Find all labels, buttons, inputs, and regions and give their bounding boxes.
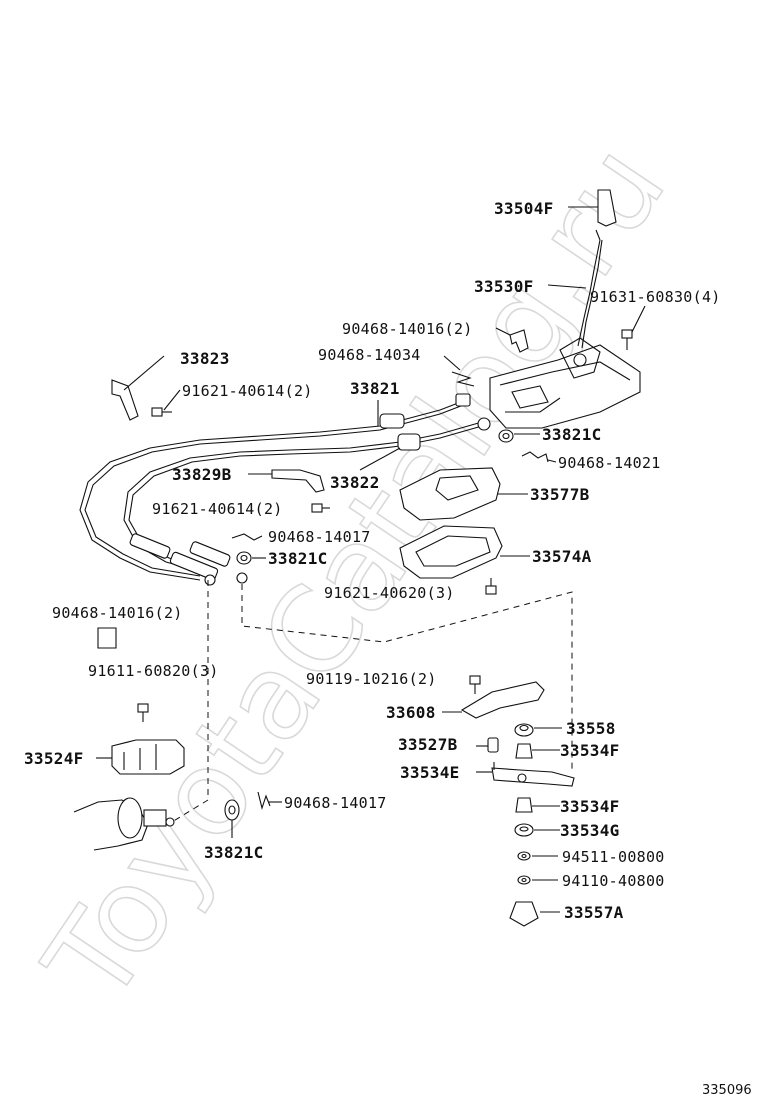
bracket-33823 (111, 379, 139, 421)
label-33524F: 33524F (24, 749, 84, 768)
label-33558: 33558 (566, 719, 616, 738)
part-33558 (514, 723, 534, 737)
label-90468-14016-left: 90468-14016(2) (52, 604, 183, 622)
label-33534F-b: 33534F (560, 797, 620, 816)
cable-ends (129, 533, 248, 586)
shift-knob-part (577, 189, 617, 349)
bracket-33524F (111, 739, 185, 775)
label-91631-60830: 91631-60830(4) (590, 288, 721, 306)
part-33527B (487, 737, 499, 753)
transmission-side (73, 797, 175, 851)
nut-94110 (517, 875, 531, 885)
label-33821C-a: 33821C (542, 425, 602, 444)
shift-cable-33821 (79, 393, 471, 581)
part-33534F-a (515, 743, 533, 759)
lever-33608 (460, 681, 545, 719)
bolt-91611-60820 (137, 703, 149, 722)
bushing-33821C-c (224, 799, 240, 821)
bushing-33821C-b (236, 551, 252, 565)
label-91611-60820: 91611-60820(3) (88, 662, 219, 680)
bracket-33829B (271, 469, 325, 493)
washer-94511 (517, 851, 531, 861)
clip-90468-14016-left (97, 627, 117, 649)
label-33821: 33821 (350, 379, 400, 398)
bolt-91621-40614-a (151, 407, 172, 417)
cap-33557A (509, 901, 539, 927)
lever-33534E (491, 762, 575, 787)
diagram-code: 335096 (702, 1083, 752, 1098)
label-33608: 33608 (386, 703, 436, 722)
label-33822: 33822 (330, 473, 380, 492)
clip-90468-14017-b (257, 791, 271, 810)
label-33534E: 33534E (400, 763, 460, 782)
label-33534G: 33534G (560, 821, 620, 840)
bushing-33821C-a (498, 429, 514, 443)
bolt-90119-10216 (469, 675, 481, 694)
clip-90468-14021 (521, 451, 549, 463)
part-33534G (514, 823, 534, 837)
label-33821C-c: 33821C (204, 843, 264, 862)
plate-33577B (399, 467, 501, 521)
shift-housing-part (489, 337, 641, 429)
label-90468-14017-b: 90468-14017 (284, 794, 387, 812)
label-94511-00800: 94511-00800 (562, 848, 665, 866)
label-33534F-a: 33534F (560, 741, 620, 760)
clip-90468-14017-a (231, 533, 263, 541)
label-33829B: 33829B (172, 465, 232, 484)
label-33823: 33823 (180, 349, 230, 368)
bolt-91621-40614-b (311, 503, 330, 513)
clip-90468-14016-top (509, 329, 529, 353)
label-33527B: 33527B (398, 735, 458, 754)
label-33574A: 33574A (532, 547, 592, 566)
label-94110-40800: 94110-40800 (562, 872, 665, 890)
label-33557A: 33557A (564, 903, 624, 922)
reference-line-b (171, 580, 209, 823)
bolt-91621-40620 (485, 578, 497, 595)
label-90119-10216: 90119-10216(2) (306, 670, 437, 688)
label-91621-40614-a: 91621-40614(2) (182, 382, 313, 400)
watermark: ToyotaCatalog.ru (18, 120, 691, 1026)
label-90468-14017-a: 90468-14017 (268, 528, 371, 546)
gasket-33574A (399, 525, 503, 579)
part-33534F-b (515, 797, 533, 813)
label-91621-40614-b: 91621-40614(2) (152, 500, 283, 518)
pin-90468-14034 (451, 371, 475, 387)
label-91621-40620: 91621-40620(3) (324, 584, 455, 602)
label-33530F: 33530F (474, 277, 534, 296)
label-33504F: 33504F (494, 199, 554, 218)
label-90468-14034: 90468-14034 (318, 346, 421, 364)
bolt-91631 (621, 329, 633, 350)
label-90468-14021: 90468-14021 (558, 454, 661, 472)
label-33821C-b: 33821C (268, 549, 328, 568)
label-33577B: 33577B (530, 485, 590, 504)
label-90468-14016-top: 90468-14016(2) (342, 320, 473, 338)
reference-line-a (241, 584, 573, 770)
